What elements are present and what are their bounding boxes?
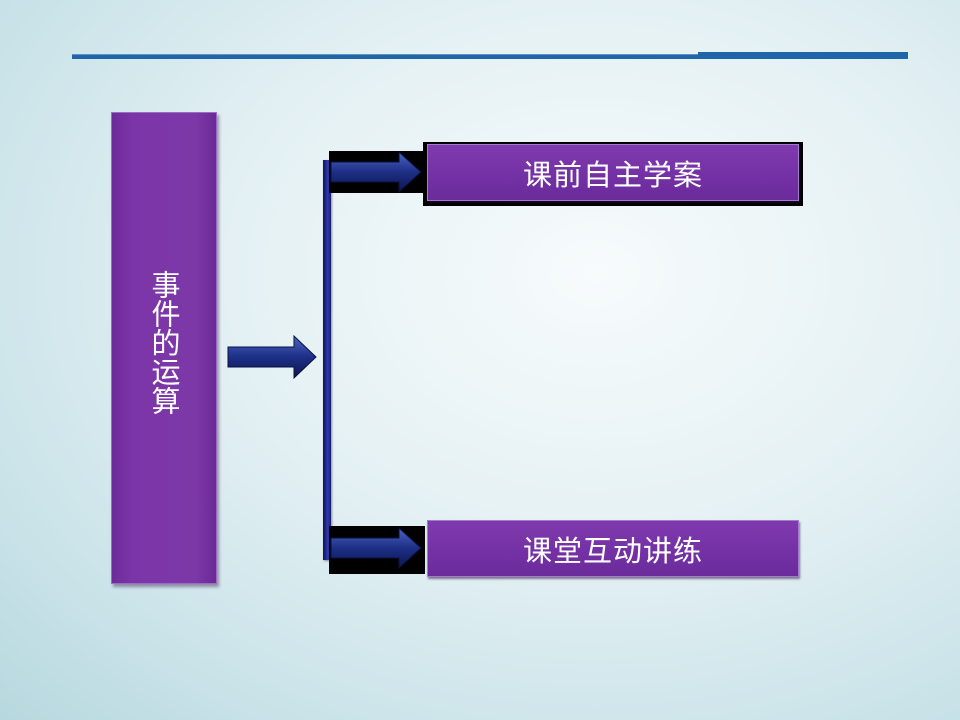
topic-box[interactable]: 事件的运算	[111, 112, 217, 584]
bracket-line	[323, 160, 331, 560]
branch-box-inclass[interactable]: 课堂互动讲练	[427, 520, 799, 577]
branch-label: 课堂互动讲练	[522, 533, 703, 568]
right-arrow-icon	[227, 334, 320, 380]
right-arrow-icon	[330, 526, 425, 570]
branch-box-preclass[interactable]: 课前自主学案	[427, 144, 799, 201]
header-rule	[72, 52, 908, 59]
right-arrow-icon	[330, 150, 425, 194]
branch-label: 课前自主学案	[522, 157, 703, 192]
topic-label: 事件的运算	[147, 269, 181, 415]
